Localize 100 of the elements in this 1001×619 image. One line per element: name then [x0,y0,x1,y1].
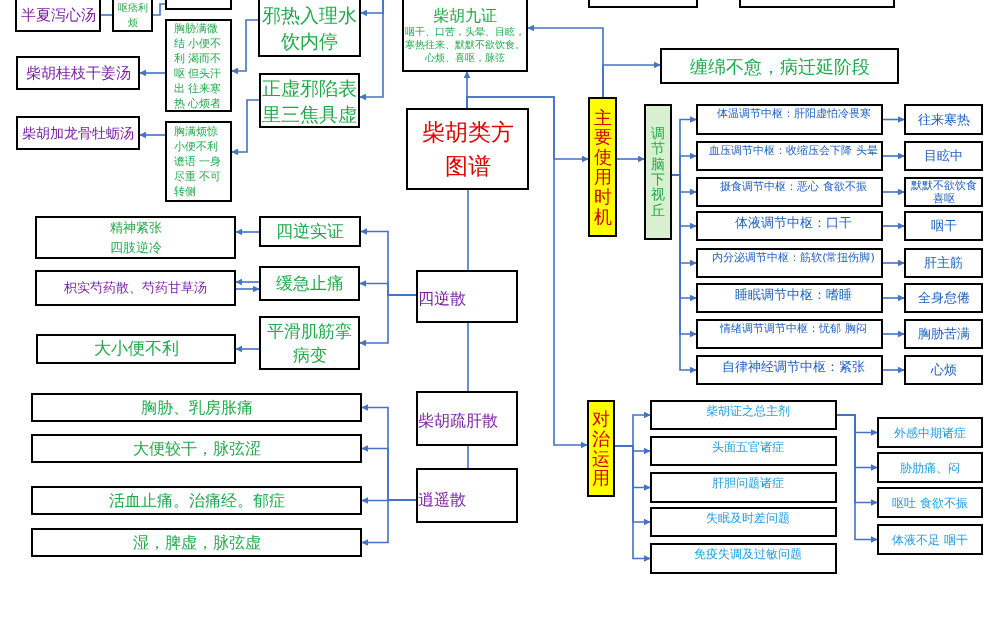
text-box [904,211,983,241]
box-text: 外感中期诸症 [894,424,966,442]
text-box [877,524,983,555]
text-box [650,400,837,430]
text-box [877,487,983,518]
box-text: 免疫失调及过敏问题 [693,546,802,563]
box-text: 呕吐 食欲不振 [892,494,968,512]
text-box [406,108,529,190]
text-box [650,472,837,503]
arrow [671,174,697,374]
box-text: 主要使用时机 [593,107,612,227]
arrow [836,414,878,543]
text-box [877,417,983,448]
box-text: 枳实芍药散、芍药甘草汤 [64,279,207,298]
box-text: 柴胡疏肝散 [418,409,498,432]
arrow [139,131,166,139]
text-box [904,319,983,349]
box-text: 柴胡证之总主剂 [705,403,790,420]
box-text: 全身怠倦 [917,289,970,308]
text-box [696,355,883,385]
arrow [882,330,905,338]
box-text: 四逆实证 [276,219,344,243]
box-text: 邪热入理水饮内停 [261,2,358,54]
box-text: 往来寒热 [917,110,970,129]
vertical-label-box [587,400,615,497]
text-box [31,434,362,463]
box-text: 情绪调节调节中枢：忧郁 胸闷 [720,321,867,337]
arrow [235,345,260,353]
box-text: 大小便不利 [93,337,179,361]
vertical-label-box [588,97,617,237]
box-text: 调节脑下视丘 [651,125,665,219]
text-box [877,452,983,483]
text-box [31,393,362,422]
text-box [650,543,837,574]
text-box [36,334,236,364]
text-box [16,56,140,90]
box-text: 头面五官诸症 [711,439,784,456]
arrow [235,278,260,286]
text-box [16,116,140,150]
text-box [35,270,236,306]
box-text: 咽干 [930,217,957,236]
connector-line [467,322,469,392]
box-text: 肝主筋 [924,254,963,273]
text-box [696,283,883,313]
text-box [31,486,362,515]
arrow [139,69,166,77]
arrow [882,188,905,196]
box-text: 大便较干，脉弦涩 [132,437,261,460]
box-text: 目眩中 [924,147,963,166]
arrow [235,228,260,236]
arrow [359,0,384,101]
arrow [616,155,645,163]
empty-box [739,0,895,8]
text-box [650,507,837,537]
text-box [904,283,983,313]
text-box [402,0,528,72]
box-text: 逍遥散 [418,488,466,511]
arrow [882,222,905,230]
box-text: 柴胡类方图谱 [420,118,515,181]
arrow [882,294,905,302]
box-text: 正虚邪陷表里三焦具虚 [261,75,358,127]
box-text: 咽干、口苦，头晕、目眩，寒热往来、默默不欲饮食。心烦、喜呕，脉弦 [404,24,526,64]
text-box [696,248,883,278]
box-text: 血压调节中枢：收缩压会下降 头晕 [709,143,878,159]
box-text: 自律神经调节中枢：紧张 [722,358,865,376]
box-text: 体液调节中枢：口干 [735,214,852,232]
box-text: 心烦 [930,361,957,380]
empty-box [588,0,698,8]
text-box [259,316,360,370]
text-box [904,248,983,278]
empty-box [165,0,232,10]
box-text: 摄食调节中枢：恶心 食欲不振 [720,179,867,195]
arrow [882,152,905,160]
box-text: 胸满烦惊小便不利谵语 一身尽重 不可转侧 [174,124,223,199]
box-text: 活血止痛。治痛经。郁症 [108,489,285,512]
box-text: 半夏泻心汤 [20,4,96,26]
box-text: 胸胁、乳房胀痛 [140,396,253,419]
box-text: 内分泌调节中枢：筋软(常扭伤脚) [712,250,875,266]
box-text: 四肢逆冷 [109,238,162,257]
text-box [904,141,983,171]
box-text: 胸胁满微结 小便不利 渴而不呕 但头汗出 往来寒热 心烦者 [174,20,223,111]
box-text: 默默不欲饮食喜呕 [909,179,978,205]
text-box [416,468,518,523]
text-box [696,104,883,135]
box-text: 缠绵不愈，病迁延阶段 [689,54,870,79]
box-text: 睡眠调节中枢：嗜睡 [735,286,852,304]
connector-line [100,14,113,16]
box-text: 对治运用 [592,408,610,489]
arrow [359,294,417,347]
arrow [882,259,905,267]
text-box [904,355,983,385]
box-text: 肝胆问题诸症 [711,475,784,492]
box-text: 体液不足 咽干 [892,531,968,549]
text-box [696,319,883,349]
arrow [466,96,588,449]
arrow [235,285,260,293]
box-text: 四逆散 [418,287,466,310]
text-box [416,391,518,446]
text-box [31,528,362,557]
text-box [165,121,232,202]
